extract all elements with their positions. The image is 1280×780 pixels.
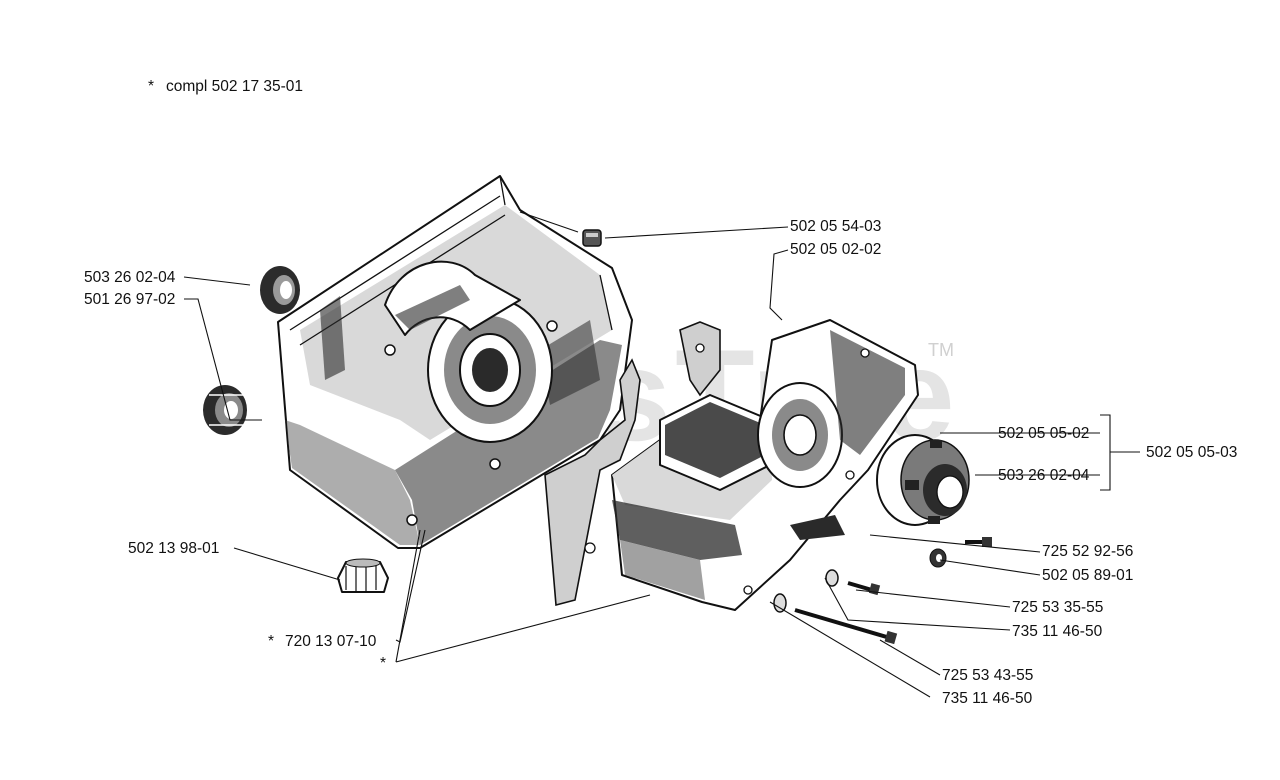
assembly-note: * compl 502 17 35-01 <box>148 78 303 95</box>
gasket <box>544 321 721 607</box>
screw-small <box>965 537 992 547</box>
label-720-13-07-10: 720 13 07-10 <box>285 633 377 650</box>
label-725-53-43-55: 725 53 43-55 <box>942 667 1033 684</box>
nut <box>929 548 947 568</box>
washer-1 <box>825 569 839 587</box>
label-502-05-54-03: 502 05 54-03 <box>790 218 881 235</box>
seal-ring-left <box>260 266 300 314</box>
bearing-housing <box>876 434 970 526</box>
label-735-11-46-50-b: 735 11 46-50 <box>942 690 1033 707</box>
washer-2 <box>773 593 787 613</box>
label-502-05-05-02: 502 05 05-02 <box>998 425 1089 442</box>
note-star: * <box>148 78 154 95</box>
label-501-26-97-02: 501 26 97-02 <box>84 291 175 308</box>
leader-lines <box>183 211 1140 698</box>
rubber-plug <box>337 558 389 593</box>
label-735-11-46-50-a: 735 11 46-50 <box>1012 623 1103 640</box>
long-screw <box>794 608 898 645</box>
watermark-tm: TM <box>928 340 954 360</box>
label-502-05-89-01: 502 05 89-01 <box>1042 567 1133 584</box>
note-text: compl 502 17 35-01 <box>166 78 303 95</box>
plug-screw <box>582 229 602 247</box>
part-labels: 503 26 02-04 501 26 97-02 502 13 98-01 *… <box>84 218 1237 707</box>
label-725-53-35-55: 725 53 35-55 <box>1012 599 1103 616</box>
screw-medium <box>847 581 881 596</box>
label-503-26-02-04-right: 503 26 02-04 <box>998 467 1090 484</box>
right-crankcase-half <box>611 319 919 611</box>
label-502-05-02-02: 502 05 02-02 <box>790 241 881 258</box>
label-502-05-05-03: 502 05 05-03 <box>1146 444 1237 461</box>
label-502-13-98-01: 502 13 98-01 <box>128 540 219 557</box>
left-crankcase-half <box>277 175 633 549</box>
label-725-52-92-56: 725 52 92-56 <box>1042 543 1133 560</box>
bearing <box>203 385 247 435</box>
label-star-case: * <box>380 655 386 672</box>
label-503-26-02-04-left: 503 26 02-04 <box>84 269 176 286</box>
label-star-720: * <box>268 633 274 650</box>
